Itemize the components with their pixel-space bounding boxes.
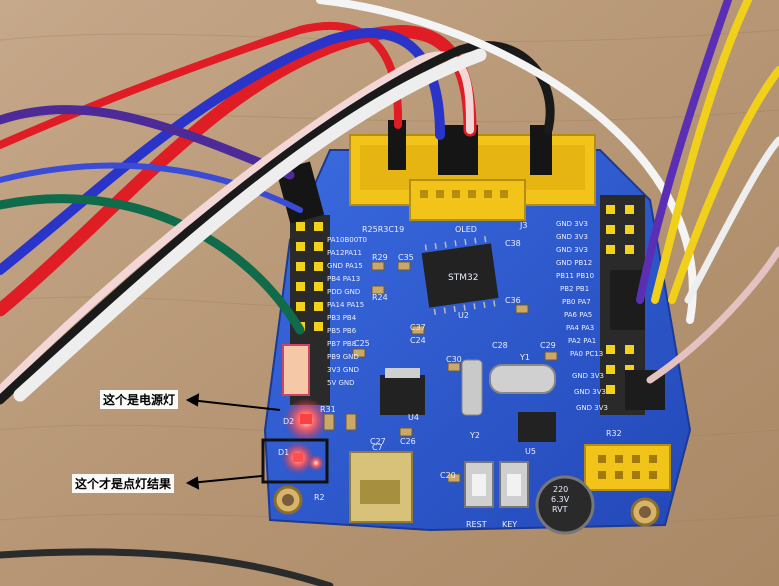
- label-c24: C24: [410, 336, 426, 345]
- right-pin-label: GND 3V3: [556, 233, 588, 241]
- cap-value-3: RVT: [552, 505, 568, 514]
- right-pin-label: GND 3V3: [556, 220, 588, 228]
- label-r29: R29: [372, 253, 388, 262]
- right-pin-label: PA6 PA5: [564, 311, 592, 319]
- left-pin-label: PA12PA11: [327, 249, 362, 257]
- result-led-highlight-box: [261, 438, 329, 484]
- usb-connector: [349, 451, 413, 523]
- eeprom-chip: [518, 412, 556, 442]
- left-pin-label: GND PA15: [327, 262, 363, 270]
- right-pin-label: GND PB12: [556, 259, 592, 267]
- right-pin-labels: GND 3V3 GND 3V3 GND 3V3 GND PB12 PB11 PB…: [556, 220, 608, 412]
- cap-value-1: 220: [553, 485, 568, 494]
- left-pin-label: PB7 PB8: [327, 340, 356, 348]
- label-r2: R2: [314, 493, 325, 502]
- mcu-chip: STM32: [421, 236, 499, 315]
- label-c30: C30: [446, 355, 462, 364]
- arrow-head-icon: [185, 476, 200, 490]
- voltage-regulator: [380, 368, 425, 415]
- label-c36: C36: [505, 296, 521, 305]
- left-pin-label: PB4 PA13: [327, 275, 360, 283]
- right-pin-label: PA4 PA3: [566, 324, 594, 332]
- label-d1: D1: [278, 448, 289, 457]
- label-key: KEY: [502, 520, 517, 529]
- right-pin-label: PA2 PA1: [568, 337, 596, 345]
- label-r24: R24: [372, 293, 388, 302]
- left-pin-label: PDD GND: [327, 288, 360, 296]
- left-pin-label: PB5 PB6: [327, 327, 357, 335]
- left-pin-label: 3V3 GND: [327, 366, 359, 374]
- left-pin-label: PB3 PB4: [327, 314, 357, 322]
- label-oled: OLED: [455, 225, 477, 234]
- right-pin-label: GND 3V3: [572, 372, 604, 380]
- user-led: [282, 442, 324, 474]
- label-c29: C29: [540, 341, 556, 350]
- label-u4: U4: [408, 413, 419, 422]
- arrow-head-icon: [185, 393, 200, 407]
- label-r32: R32: [606, 429, 622, 438]
- label-y2: Y2: [469, 431, 480, 440]
- label-c35: C35: [398, 253, 414, 262]
- right-pin-label: GND 3V3: [576, 404, 608, 412]
- label-j3: J3: [519, 221, 527, 230]
- chip-marking: STM32: [448, 273, 478, 283]
- power-led-callout: 这个是电源灯: [100, 390, 179, 409]
- cap-value-2: 6.3V: [551, 495, 570, 504]
- bottom-right-header: [584, 444, 671, 491]
- label-y1: Y1: [519, 353, 530, 362]
- label-c20: C20: [440, 471, 456, 480]
- right-pin-label: GND 3V3: [574, 388, 606, 396]
- crystal-oscillator: [461, 359, 556, 416]
- label-d2: D2: [283, 417, 294, 426]
- label-c28: C28: [492, 341, 508, 350]
- electrolytic-capacitor: 220 6.3V RVT: [535, 475, 595, 535]
- right-pin-label: GND 3V3: [556, 246, 588, 254]
- label-c37: C37: [410, 323, 426, 332]
- right-pin-label: PB2 PB1: [560, 285, 589, 293]
- callout-arrows: [185, 393, 281, 490]
- label-header-top: R25R3C19: [362, 225, 404, 234]
- label-c38: C38: [505, 239, 521, 248]
- result-led-callout: 这个才是点灯结果: [72, 474, 175, 493]
- label-u2: U2: [458, 311, 469, 320]
- right-pin-label: PA0 PC13: [570, 350, 603, 358]
- left-pin-labels: PA10B00T0 PA12PA11 GND PA15 PB4 PA13 PDD…: [327, 236, 367, 387]
- smd-passives: [323, 261, 558, 483]
- key-button[interactable]: [499, 461, 529, 508]
- left-pin-header: [282, 215, 330, 405]
- left-pin-label: PB9 GND: [327, 353, 359, 361]
- power-led: [284, 398, 328, 442]
- left-pin-label: PA10B00T0: [327, 236, 367, 244]
- right-pin-label: PB11 PB10: [556, 272, 594, 280]
- label-r31: R31: [320, 405, 336, 414]
- label-usb: C7: [372, 443, 383, 452]
- left-pin-label: PA14 PA15: [327, 301, 364, 309]
- right-pin-label: PB0 PA7: [562, 298, 591, 306]
- label-c27: C27: [370, 437, 386, 446]
- label-c26: C26: [400, 437, 416, 446]
- label-reset: REST: [466, 520, 487, 529]
- reset-button[interactable]: [464, 461, 494, 508]
- left-pin-label: 5V GND: [327, 379, 355, 387]
- silkscreen-labels: OLED R25R3C19 U2 U4 U5 Y1 Y2 J3 C30 C28 …: [278, 221, 622, 529]
- right-pin-header: [600, 195, 665, 415]
- label-u5: U5: [525, 447, 536, 456]
- label-c25: C25: [354, 339, 370, 348]
